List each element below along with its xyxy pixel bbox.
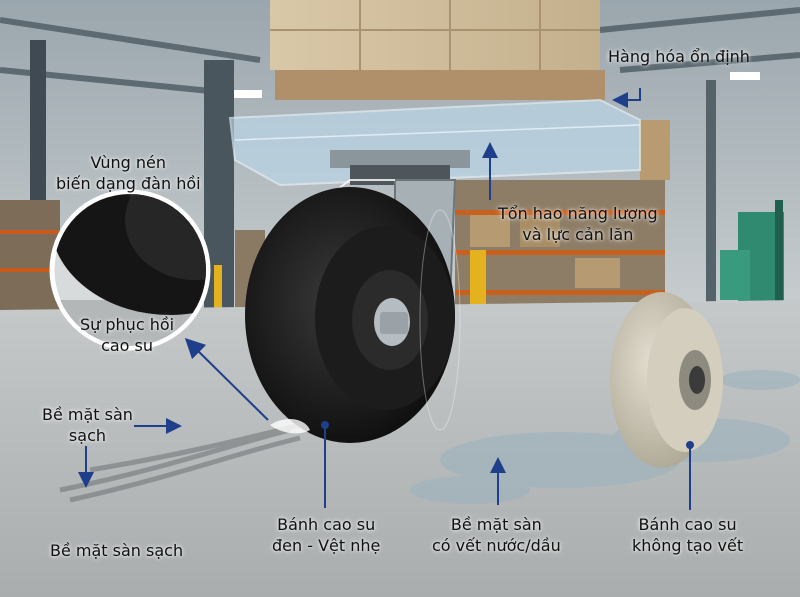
label-non-marking-wheel: Bánh cao su không tạo vết: [632, 514, 743, 556]
forklift: [720, 200, 784, 310]
skid-marks: [59, 422, 301, 503]
label-clean-floor-side: Bề mặt sàn sạch: [42, 404, 133, 446]
label-line: và lực cản lăn: [522, 225, 634, 244]
label-line: biến dạng đàn hồi: [56, 174, 201, 193]
label-wet-floor: Bề mặt sàn có vết nước/dầu: [432, 514, 561, 556]
label-line: sạch: [68, 426, 106, 445]
ceiling-light: [730, 72, 760, 80]
callout-dot: [686, 441, 694, 449]
arrow-rubber-recovery: [184, 337, 269, 421]
label-line: Bề mặt sàn: [42, 405, 133, 424]
callout-dot: [321, 421, 329, 429]
arrow-stable-load: [612, 88, 641, 108]
label-line: cao su: [101, 336, 154, 355]
label-black-rubber-wheel: Bánh cao su đen - Vệt nhẹ: [272, 514, 380, 556]
safety-bollard: [214, 265, 222, 310]
label-clean-floor-bottom: Bề mặt sàn sạch: [50, 541, 184, 560]
storage-rack-right: [455, 120, 670, 310]
label-line: đen - Vệt nhẹ: [272, 536, 381, 555]
callout-arrows: [78, 88, 691, 510]
label-line: Bánh cao su: [277, 515, 376, 534]
cargo-boxes: [270, 0, 605, 100]
label-line: Vùng nén: [90, 153, 167, 172]
label-line: Bánh cao su: [638, 515, 737, 534]
compression-swoosh: [270, 418, 310, 434]
steel-column: [706, 80, 716, 310]
caster-mount-plate: [330, 150, 470, 168]
safety-bollard: [470, 250, 486, 314]
label-line: không tạo vết: [632, 536, 744, 555]
label-line: Tổn hao năng lượng: [498, 204, 658, 223]
label-rubber-recovery: Sự phục hồi cao su: [80, 314, 174, 356]
label-compression-zone: Vùng nén biến dạng đàn hồi: [56, 152, 201, 194]
label-line: Sự phục hồi: [80, 315, 175, 334]
label-stable-load: Hàng hóa ổn định: [608, 47, 750, 66]
label-line: có vết nước/dầu: [432, 536, 561, 555]
ceiling-light: [232, 90, 262, 98]
label-energy-loss: Tổn hao năng lượng và lực cản lăn: [498, 203, 658, 245]
black-rubber-wheel: [245, 187, 461, 443]
label-line: Bề mặt sàn: [450, 515, 542, 534]
concrete-floor: [0, 300, 800, 597]
non-marking-wheel: [610, 292, 723, 468]
